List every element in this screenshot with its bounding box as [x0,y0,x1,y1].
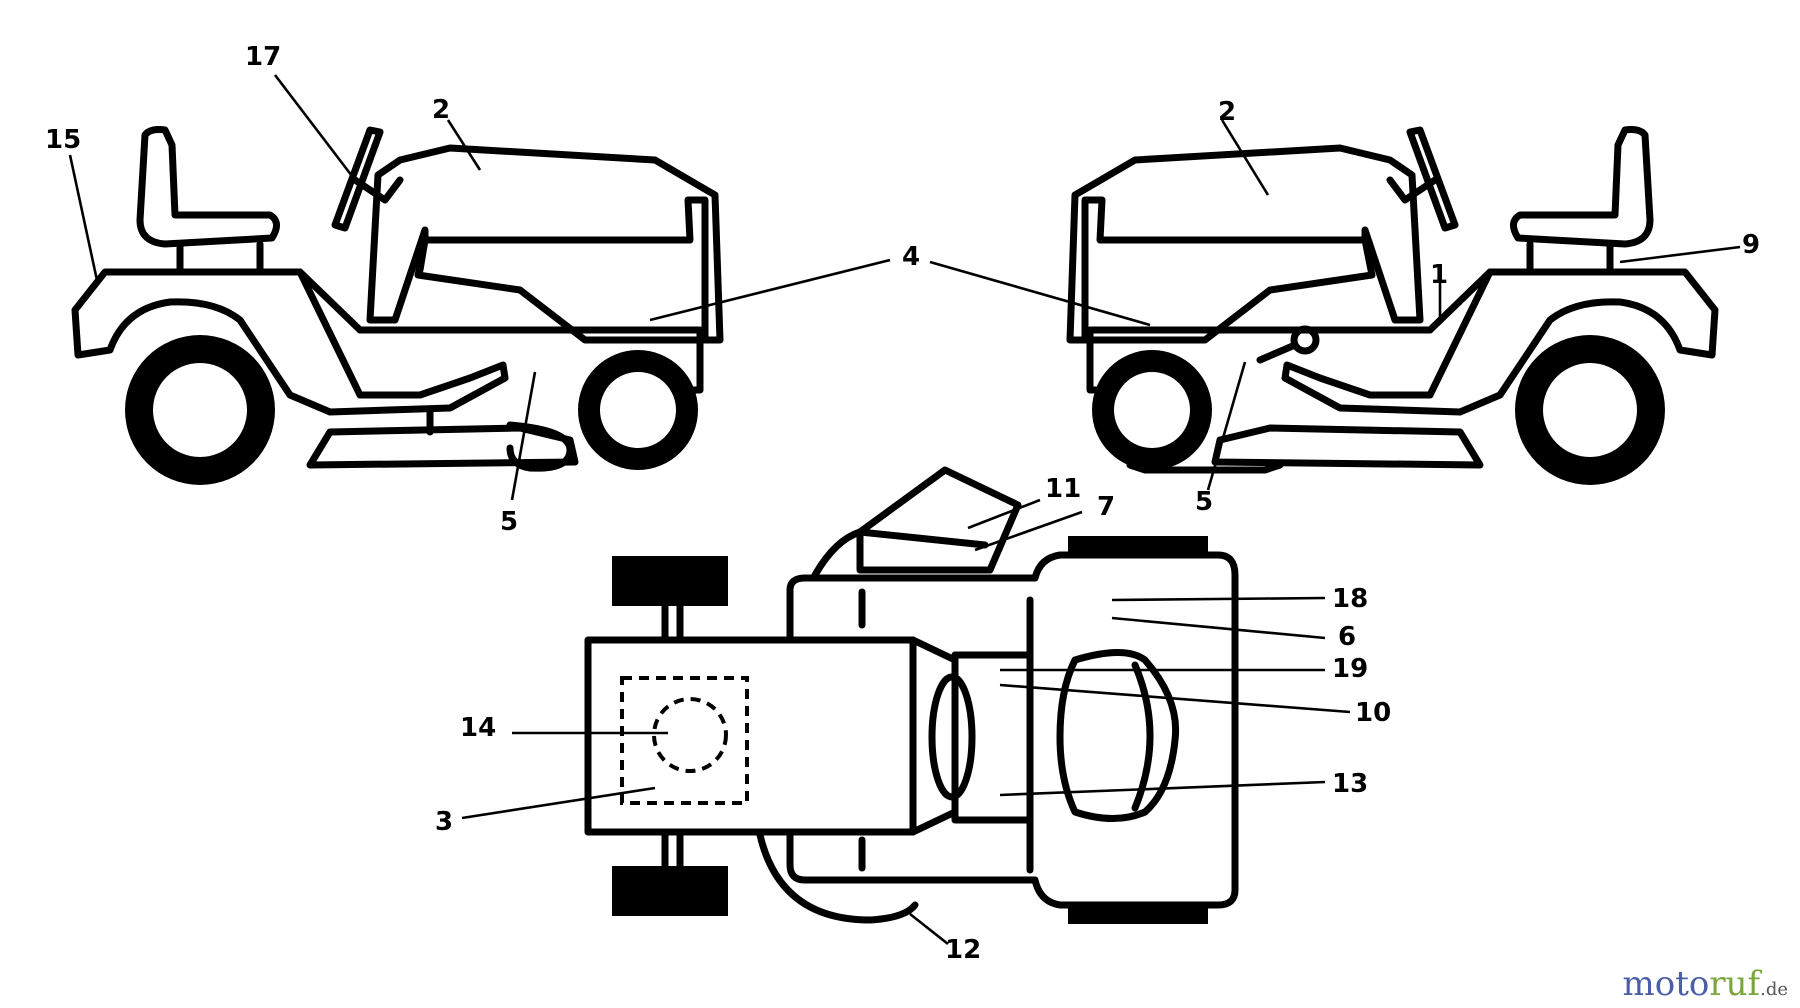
hood-left [366,144,724,344]
top-view [461,466,1351,946]
callouts: 15 17 2 4 5 2 9 1 5 11 7 18 6 19 10 13 1… [45,42,1760,965]
callout-10: 10 [1355,698,1391,728]
callout-5-right: 5 [1195,487,1213,517]
fender-left [71,268,509,416]
callout-5-left: 5 [500,507,518,537]
callout-13: 13 [1332,769,1368,799]
callout-15: 15 [45,125,81,155]
callout-17: 17 [245,42,281,72]
callout-1: 1 [1430,260,1448,290]
right-side-view [1066,126,1719,485]
callout-18: 18 [1332,584,1368,614]
right-view-leaders [929,119,1741,491]
rear-tire-bottom [612,866,728,916]
callout-9: 9 [1742,230,1760,260]
callout-7: 7 [1097,492,1115,522]
discharge-chute [856,466,1022,574]
callout-6: 6 [1338,622,1356,652]
seat-left [136,126,280,248]
watermark-part2: ruf [1709,964,1761,1004]
callout-3: 3 [435,807,453,837]
steering-wheel-left [331,126,384,232]
callout-14: 14 [460,713,496,743]
callout-4: 4 [902,242,920,272]
watermark-logo: motoruf.de [1623,964,1788,1004]
rear-tire-top [612,556,728,606]
fuel-cap [652,697,728,773]
watermark-part1: moto [1622,964,1710,1004]
left-side-view [68,74,891,501]
callout-2-right: 2 [1218,97,1236,127]
callout-19: 19 [1332,654,1368,684]
watermark-suffix: .de [1760,979,1788,1000]
callout-12: 12 [945,935,981,965]
mower-deck-left [306,424,579,469]
battery-area [620,676,749,805]
hood-top [1056,649,1180,822]
callout-2-left: 2 [432,95,450,125]
callout-11: 11 [1045,474,1081,504]
